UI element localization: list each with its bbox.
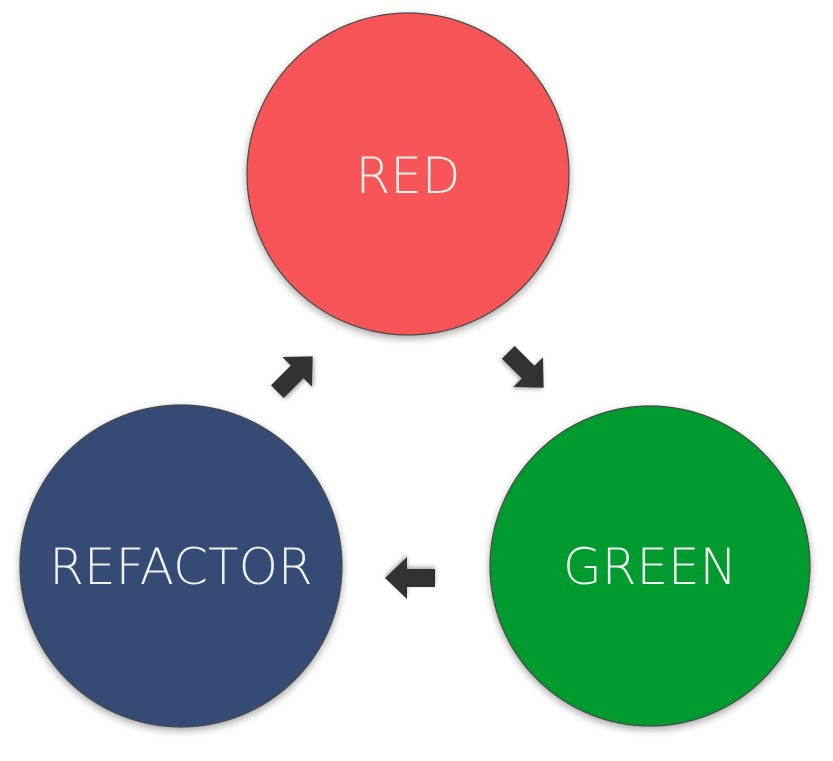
- arrow-red-to-green-icon: [501, 345, 544, 388]
- red-circle: [246, 12, 570, 336]
- green-label: GREEN: [563, 538, 737, 596]
- arrow-refactor-to-red-icon: [270, 356, 313, 399]
- red-label: RED: [356, 147, 461, 205]
- arrow-green-to-refactor-icon: [385, 557, 435, 599]
- refactor-label: REFACTOR: [49, 538, 312, 596]
- green-circle: [489, 405, 811, 727]
- refactor-node: REFACTOR: [19, 404, 343, 728]
- red-node: RED: [246, 12, 570, 336]
- refactor-circle: [19, 404, 343, 728]
- green-node: GREEN: [489, 405, 811, 727]
